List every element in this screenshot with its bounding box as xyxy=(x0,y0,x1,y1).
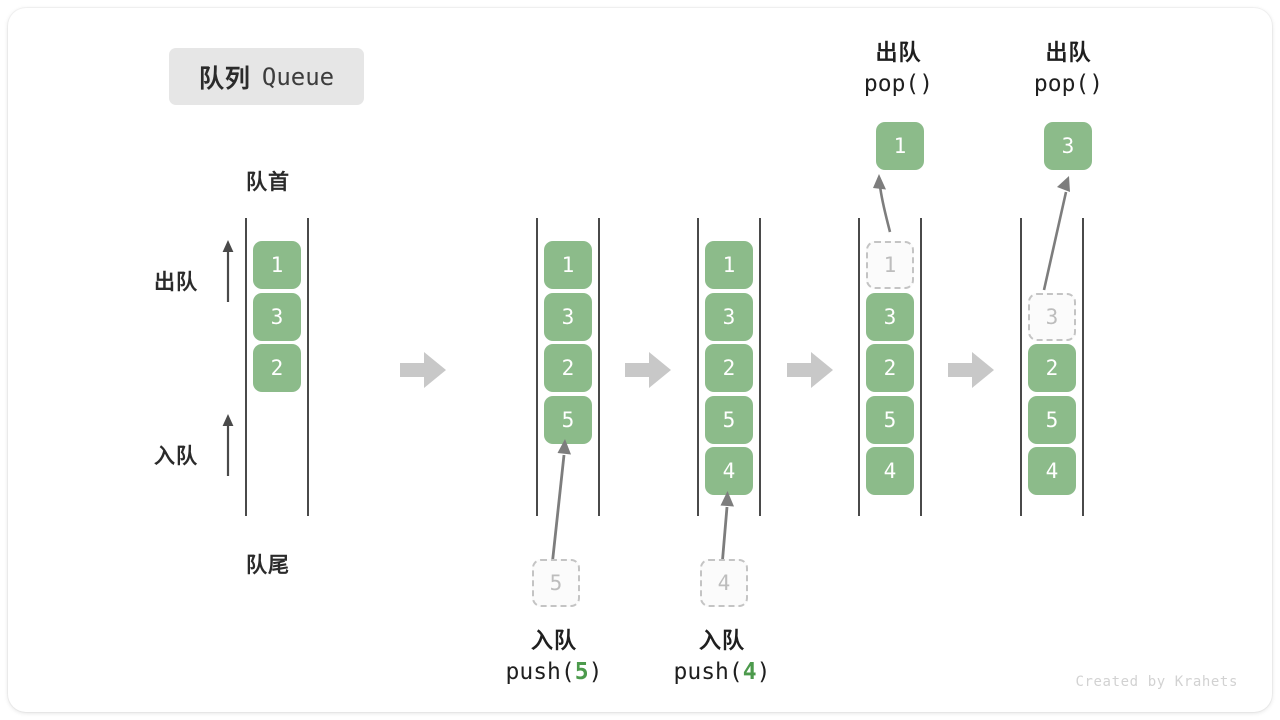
push-4-caption-code: push(4) xyxy=(673,659,771,685)
queue-cell-5: 5 xyxy=(866,395,914,444)
push-5-caption: 入队 push(5) xyxy=(474,626,634,688)
queue-cell-5: 5 xyxy=(1028,395,1076,444)
pop-1-caption-cn: 出队 xyxy=(875,40,922,65)
dequeue-direction-arrow-icon xyxy=(222,240,234,302)
queue-cell-3-ghost: 3 xyxy=(1028,292,1076,341)
queue-rail-left xyxy=(1020,218,1022,516)
pop-1-caption: 出队 pop() xyxy=(826,38,971,100)
pop-1-arrow-icon xyxy=(873,174,892,233)
push-5-caption-cn: 入队 xyxy=(530,628,577,653)
push-5-ghost-cell: 5 xyxy=(532,559,580,607)
queue-cell-4: 4 xyxy=(866,447,914,495)
queue-cell-2: 2 xyxy=(1028,344,1076,392)
queue-head-label: 队首 xyxy=(246,171,290,194)
step-arrow-icon-4 xyxy=(948,352,994,388)
queue-rail-right xyxy=(598,218,600,516)
pop-3-arrow-icon xyxy=(1042,176,1070,291)
queue-cell-5: 5 xyxy=(544,395,592,444)
dequeue-direction-label: 出队 xyxy=(154,271,198,294)
diagram-title-badge: 队列 Queue xyxy=(169,48,364,105)
queue-cell-3: 3 xyxy=(544,292,592,341)
queue-cell-2: 2 xyxy=(253,344,301,392)
title-cn: 队列 xyxy=(198,64,251,93)
push-5-caption-code: push(5) xyxy=(505,659,603,685)
enqueue-direction-label: 入队 xyxy=(154,445,198,468)
queue-rail-left xyxy=(245,218,247,516)
queue-cell-2: 2 xyxy=(705,344,753,392)
title-en: Queue xyxy=(261,62,335,91)
queue-cell-1: 1 xyxy=(544,241,592,289)
queue-rail-right xyxy=(759,218,761,516)
credit-text: Created by Krahets xyxy=(1075,674,1238,690)
push-4-ghost-cell: 4 xyxy=(700,559,748,607)
step-arrow-icon-1 xyxy=(400,352,446,388)
queue-cell-1-ghost: 1 xyxy=(866,241,914,289)
queue-cell-4: 4 xyxy=(1028,447,1076,495)
queue-rail-right xyxy=(920,218,922,516)
push-4-arrow-icon xyxy=(720,491,734,567)
queue-cell-1: 1 xyxy=(253,241,301,289)
step-arrow-icon-2 xyxy=(625,352,671,388)
queue-tail-label: 队尾 xyxy=(246,554,290,577)
push-5-arrow-icon xyxy=(550,439,571,567)
pop-3-popped-cell: 3 xyxy=(1044,122,1092,170)
queue-rail-left xyxy=(858,218,860,516)
queue-cell-3: 3 xyxy=(705,292,753,341)
queue-cell-3: 3 xyxy=(253,292,301,341)
queue-cell-2: 2 xyxy=(866,344,914,392)
pop-1-popped-cell: 1 xyxy=(876,122,924,170)
queue-cell-1: 1 xyxy=(705,241,753,289)
push-4-caption: 入队 push(4) xyxy=(642,626,802,688)
push-5-value: 5 xyxy=(574,659,589,685)
queue-cell-2: 2 xyxy=(544,344,592,392)
queue-rail-right xyxy=(1082,218,1084,516)
push-4-caption-cn: 入队 xyxy=(698,628,745,653)
queue-rail-right xyxy=(307,218,309,516)
queue-rail-left xyxy=(536,218,538,516)
queue-cell-5: 5 xyxy=(705,395,753,444)
pop-1-caption-code: pop() xyxy=(863,71,934,97)
pop-3-caption-code: pop() xyxy=(1033,71,1104,97)
queue-cell-3: 3 xyxy=(866,292,914,341)
queue-rail-left xyxy=(697,218,699,516)
pop-3-caption: 出队 pop() xyxy=(996,38,1141,100)
push-4-value: 4 xyxy=(742,659,757,685)
enqueue-direction-arrow-icon xyxy=(222,414,234,476)
pop-3-caption-cn: 出队 xyxy=(1045,40,1092,65)
queue-cell-4: 4 xyxy=(705,447,753,495)
step-arrow-icon-3 xyxy=(787,352,833,388)
